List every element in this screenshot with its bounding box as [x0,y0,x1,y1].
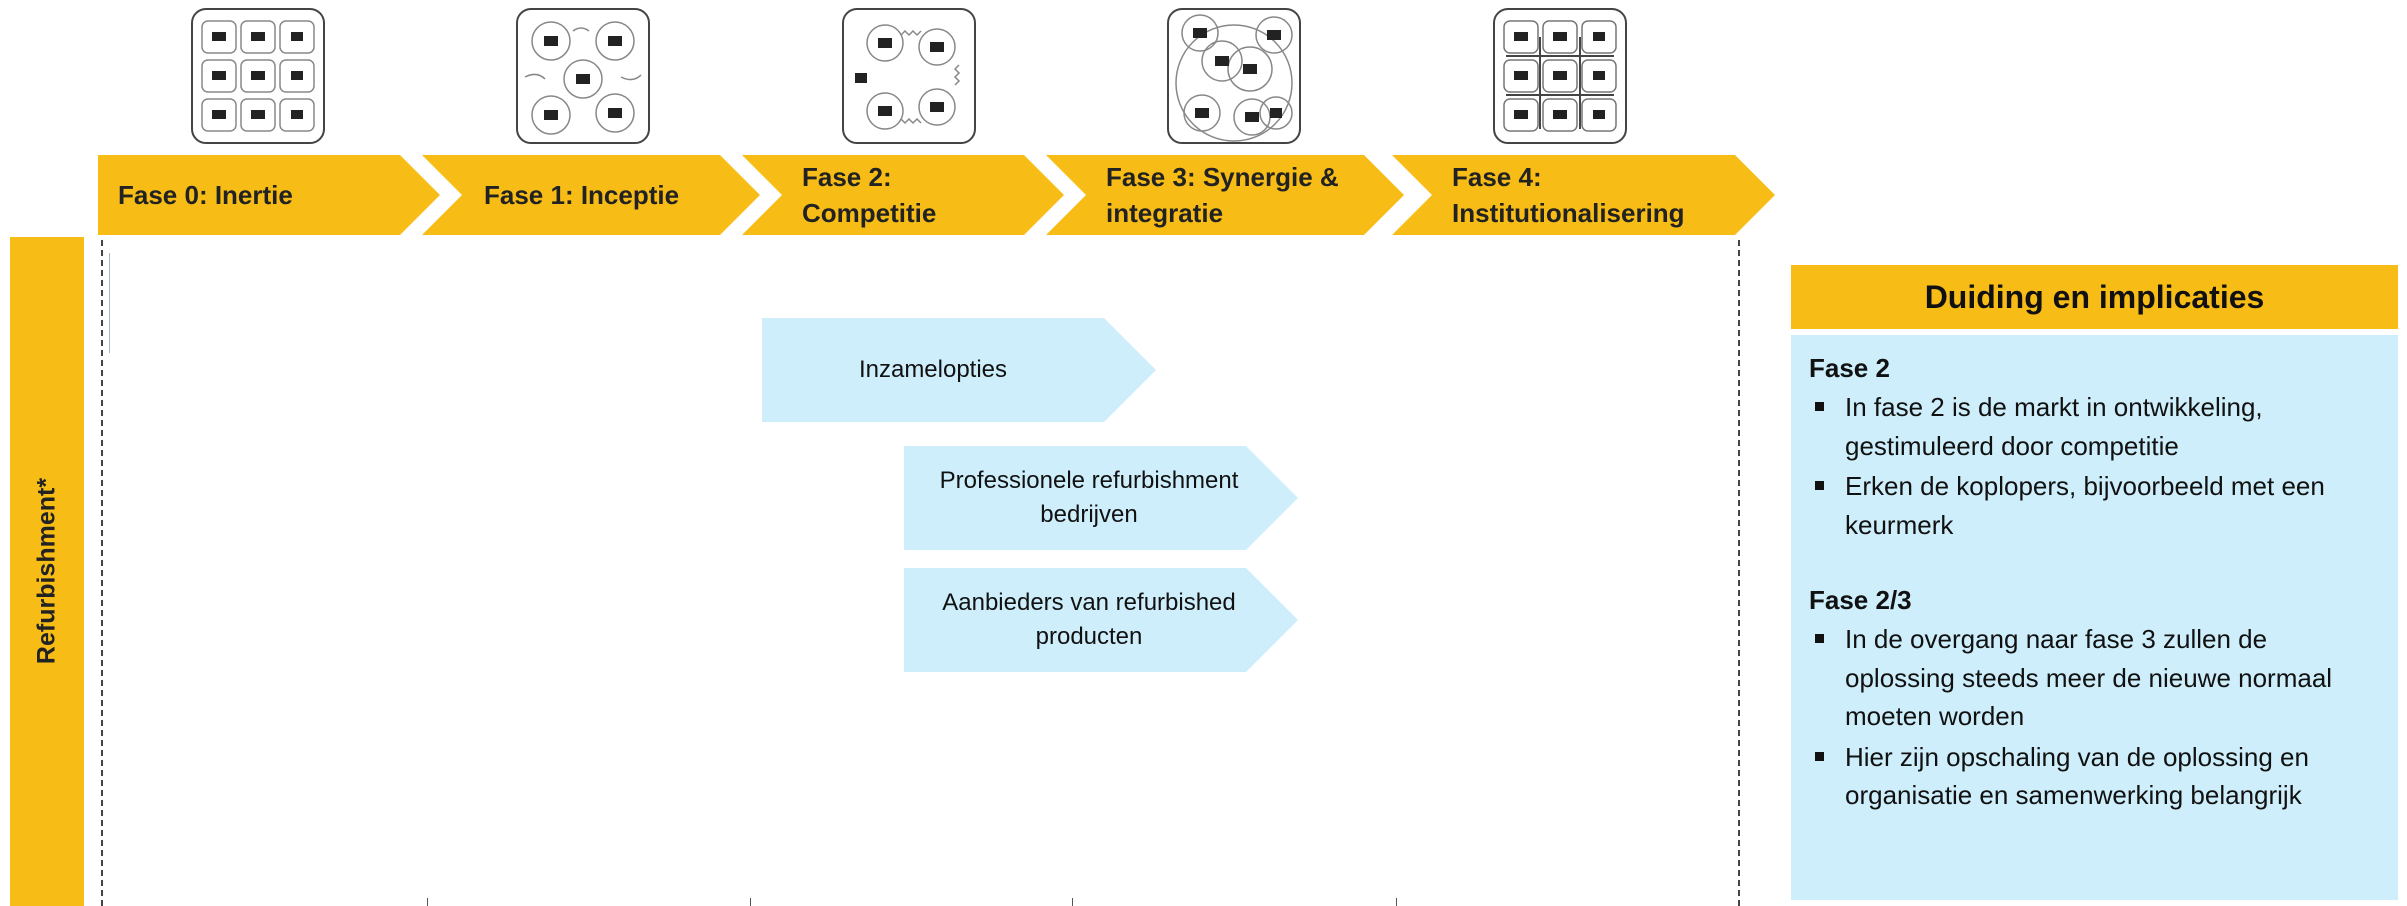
arrow-inzamelopties-label: Inzamelopties [858,356,1008,383]
phase-2-label: Fase 2: Competitie [802,162,937,228]
section-title: Fase 2/3 [1809,585,1912,615]
right-dashed-line [1738,240,1740,906]
phase-0-label: Fase 0: Inertie [118,180,293,210]
category-label: Refurbishment* [32,477,61,665]
arrow-refurbished-aanbieders: Aanbieders van refurbished producten [904,568,1298,672]
phase-4-icon [1492,7,1628,145]
phase-0-chevron: Fase 0: Inertie [98,155,440,235]
phase-tick [1072,898,1073,906]
arrow-refurbishment-bedrijven-label: Professionele refurbishment bedrijven [939,467,1239,528]
section-title: Fase 2 [1809,353,1890,383]
phase-2-chevron: Fase 2: Competitie [742,155,1064,235]
phase-4-label: Fase 4: Institutionalisering [1452,162,1685,228]
phase-1-icon [515,7,651,145]
phase-3-label: Fase 3: Synergie & integratie [1106,162,1339,228]
phase-1-label: Fase 1: Inceptie [484,180,680,210]
thin-marker-line [109,253,110,353]
phase-3-icon [1166,7,1302,145]
arrow-inzamelopties: Inzamelopties [762,318,1156,422]
phase-2-icon [841,7,977,145]
arrow-refurbished-aanbieders-label: Aanbieders van refurbished producten [942,589,1236,650]
phase-tick [1396,898,1397,906]
phase-3-chevron: Fase 3: Synergie & integratie [1046,155,1404,235]
phase-4-chevron: Fase 4: Institutionalisering [1392,155,1775,235]
phase-tick [750,898,751,906]
panel-body: Fase 2 In fase 2 is de markt in ontwikke… [1791,335,2398,900]
bullet-item: Hier zijn opschaling van de oplossing en… [1809,738,2380,815]
bullet-item: In de overgang naar fase 3 zullen de opl… [1809,620,2380,736]
left-dashed-line [101,240,103,906]
category-sidebar [10,237,84,906]
bullet-item: Erken de koplopers, bijvoorbeeld met een… [1809,467,2380,544]
bullet-item: In fase 2 is de markt in ontwikkeling, g… [1809,388,2380,465]
panel-title: Duiding en implicaties [1791,265,2398,329]
arrow-refurbishment-bedrijven: Professionele refurbishment bedrijven [904,446,1298,550]
phase-0-icon [190,7,326,145]
phase-1-chevron: Fase 1: Inceptie [422,155,760,235]
phase-tick [427,898,428,906]
